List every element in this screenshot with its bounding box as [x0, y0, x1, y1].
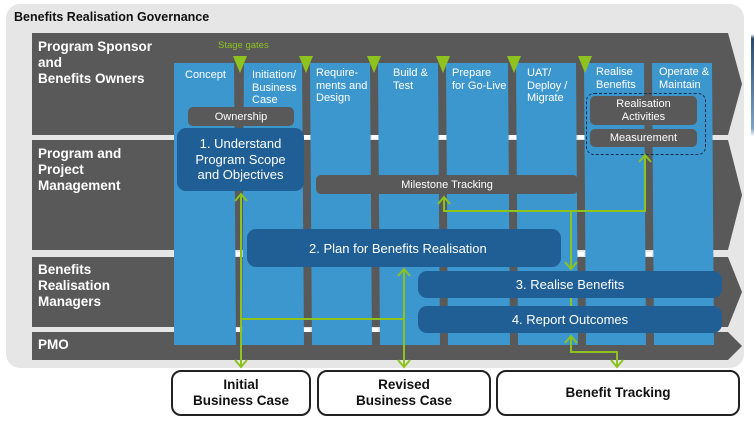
output-initial-business-case: Initial Business Case — [171, 370, 311, 416]
activity-report: 4. Report Outcomes — [418, 306, 722, 333]
ownership-box: Ownership — [188, 107, 294, 126]
measurement-box: Measurement — [590, 129, 697, 147]
stage-gates-label: Stage gates — [218, 40, 269, 51]
realisation-activities-box: Realisation Activities — [590, 96, 697, 125]
stage-label-concept: Concept — [185, 69, 226, 81]
stage-label-realise: Realise Benefits — [596, 66, 636, 91]
arrow-initial-up — [234, 192, 248, 202]
milestone-tracking-box: Milestone Tracking — [316, 175, 578, 194]
stage-gate-icon — [233, 56, 247, 73]
row-label-brm: Benefits Realisation Managers — [38, 262, 111, 309]
stage-label-operate: Operate & Maintain — [659, 66, 710, 91]
activity-plan: 2. Plan for Benefits Realisation — [247, 229, 561, 267]
stage-gate-icon — [436, 56, 450, 73]
output-benefit-tracking: Benefit Tracking — [496, 370, 740, 416]
arrow-revised-down — [397, 359, 411, 369]
stage-label-build: Build & Test — [393, 67, 428, 92]
edge-strip — [751, 0, 754, 427]
activity-understand: 1. Understand Program Scope and Objectiv… — [177, 128, 304, 191]
arrow-measurement-up — [638, 153, 652, 163]
stage-label-requirements: Require- ments and Design — [316, 67, 368, 104]
realisation-group-outline — [586, 93, 706, 155]
arrow-report-up — [564, 334, 578, 344]
arrow-report-tracking — [570, 336, 618, 366]
stage-label-prepare: Prepare for Go-Live — [452, 67, 507, 92]
arrow-revised-up — [397, 267, 411, 277]
arrow-realise-down — [564, 261, 578, 271]
diagram-title: Benefits Realisation Governance — [14, 10, 210, 24]
stage-gate-icon — [507, 56, 521, 73]
stage-label-uat: UAT/ Deploy / Migrate — [527, 67, 568, 104]
lane-requirements — [310, 63, 372, 345]
row-label-sponsor: Program Sponsor and Benefits Owners — [38, 39, 153, 86]
arrow-initial-down — [234, 359, 248, 369]
arrow-milestone-measurement — [443, 156, 646, 212]
stage-gate-icon — [367, 56, 381, 73]
activity-realise: 3. Realise Benefits — [418, 271, 722, 298]
arrow-tracking-down — [610, 359, 624, 369]
stage-label-initiation: Initiation/ Business Case — [252, 69, 297, 106]
stage-gate-icon — [578, 56, 592, 73]
arrow-milestone-up — [437, 195, 451, 205]
output-revised-business-case: Revised Business Case — [317, 370, 491, 416]
stage-gate-icon — [299, 56, 313, 73]
row-label-program: Program and Project Management — [38, 146, 122, 193]
row-label-pmo: PMO — [38, 337, 69, 352]
